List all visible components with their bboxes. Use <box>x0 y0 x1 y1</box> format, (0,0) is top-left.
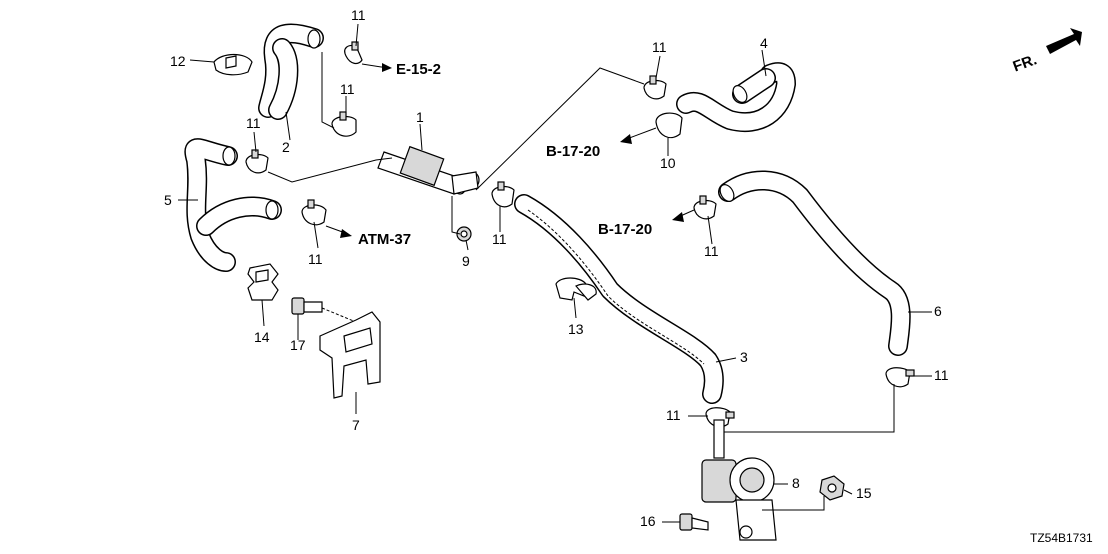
bracket-7 <box>319 311 381 399</box>
clamp-11-d <box>301 199 327 226</box>
label-part-17: 17 <box>290 337 306 353</box>
clamp-11-f <box>643 75 667 100</box>
pipe-joint-1 <box>377 145 480 195</box>
label-part-11-a: 11 <box>351 7 366 23</box>
front-direction-label: FR. <box>1011 51 1040 75</box>
clamp-10 <box>655 112 683 139</box>
label-part-11-h: 11 <box>934 367 949 383</box>
hose-3 <box>514 194 724 404</box>
label-part-11-d: 11 <box>308 251 323 267</box>
label-part-11-e: 11 <box>492 231 507 247</box>
label-part-11-b: 11 <box>340 81 355 97</box>
label-part-2: 2 <box>282 139 290 155</box>
bolt-16 <box>679 513 709 531</box>
nut-15 <box>819 475 845 501</box>
ref-b-17-20-a: B-17-20 <box>546 143 600 160</box>
hose-2 <box>258 23 324 120</box>
leader-lines <box>178 23 932 523</box>
clip-12 <box>213 53 253 76</box>
label-part-4: 4 <box>760 35 768 51</box>
clamp-11-e <box>491 181 515 208</box>
bolt-17 <box>291 297 357 323</box>
label-part-11-i: 11 <box>666 407 681 423</box>
label-part-5: 5 <box>164 192 172 208</box>
label-part-14: 14 <box>254 329 270 345</box>
ref-atm-37: ATM-37 <box>358 231 411 248</box>
ref-b-17-20-b: B-17-20 <box>598 221 652 238</box>
clamp-11-h <box>885 367 915 388</box>
label-part-10: 10 <box>660 155 676 171</box>
label-part-9: 9 <box>462 253 470 269</box>
label-part-13: 13 <box>568 321 584 337</box>
label-part-12: 12 <box>170 53 186 69</box>
clamp-11-a <box>344 41 363 65</box>
drawing-code: TZ54B1731 <box>1030 531 1093 545</box>
label-part-11-g: 11 <box>704 243 719 259</box>
clip-14 <box>247 263 279 301</box>
grommet-9 <box>456 226 472 242</box>
label-part-15: 15 <box>856 485 872 501</box>
hose-6 <box>718 170 911 356</box>
clamp-11-g <box>693 195 717 220</box>
clamp-11-c <box>245 149 269 174</box>
label-part-11-f: 11 <box>652 39 667 55</box>
ref-e-15-2: E-15-2 <box>396 61 441 78</box>
hose-4 <box>676 62 796 133</box>
label-part-8: 8 <box>792 475 800 491</box>
label-part-7: 7 <box>352 417 360 433</box>
label-part-6: 6 <box>934 303 942 319</box>
label-part-11-c: 11 <box>246 115 261 131</box>
clamp-11-b <box>331 111 357 137</box>
hose-5 <box>184 138 282 272</box>
label-part-1: 1 <box>416 109 424 125</box>
label-part-3: 3 <box>740 349 748 365</box>
clip-13 <box>555 277 597 301</box>
label-part-16: 16 <box>640 513 656 529</box>
water-pump-8 <box>701 419 777 541</box>
front-direction-arrow: FR. <box>1011 28 1082 76</box>
